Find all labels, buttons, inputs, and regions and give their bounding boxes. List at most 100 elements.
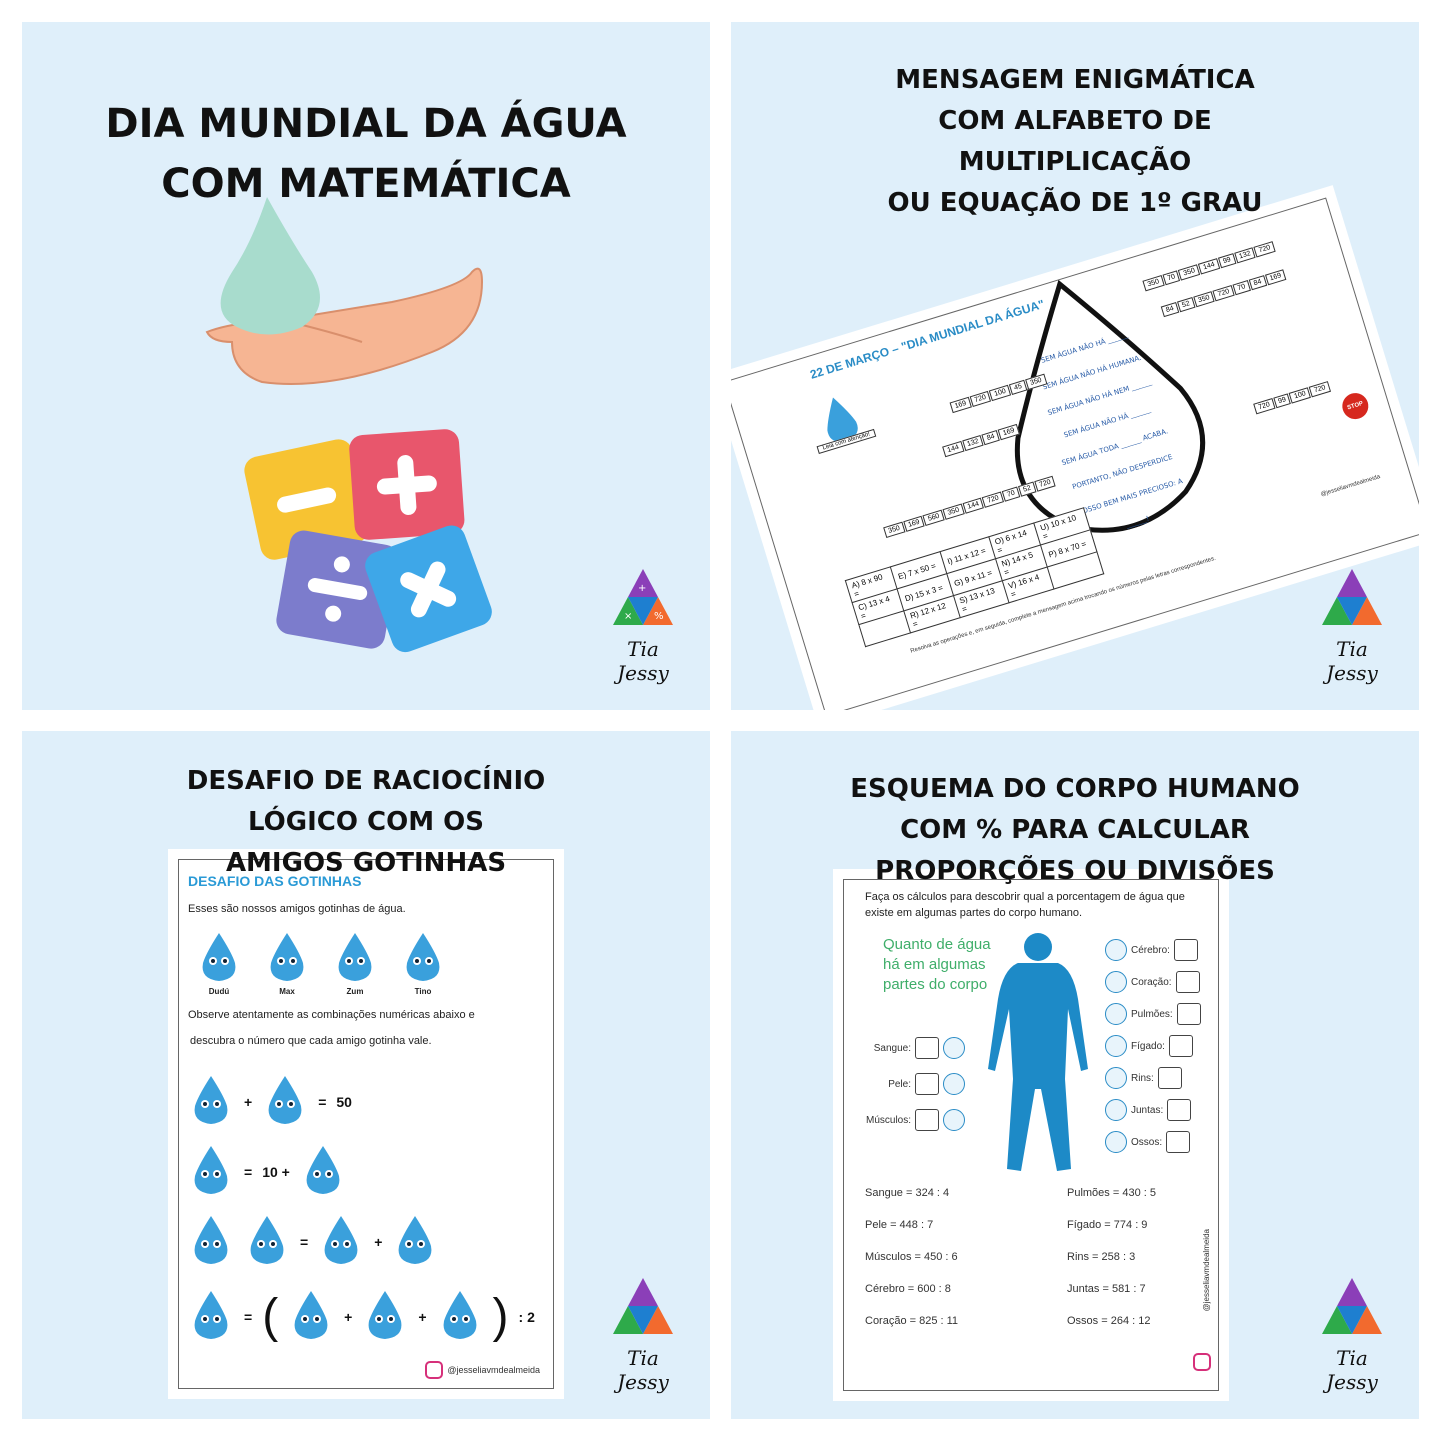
organ-row-right: Coração: xyxy=(1105,971,1200,993)
drop-character-icon xyxy=(188,1289,234,1344)
friend-name: Max xyxy=(279,987,295,996)
organ-label: Rins: xyxy=(1131,1072,1154,1084)
organ-row-right: Juntas: xyxy=(1105,1099,1192,1121)
panel-mensagem-enigmatica: 22 DE MARÇO – "DIA MUNDIAL DA ÁGUA" SEM … xyxy=(731,22,1419,710)
answer-box[interactable] xyxy=(1157,1067,1182,1089)
calculation-line: Ossos = 264 : 12 xyxy=(1067,1315,1151,1327)
water-drop-icon xyxy=(220,197,320,335)
answer-box[interactable] xyxy=(915,1037,939,1059)
title-line: ESQUEMA DO CORPO HUMANO xyxy=(850,774,1300,804)
instagram-handle: @jesseliavmdealmeida xyxy=(1202,1229,1211,1312)
drop-character-icon xyxy=(332,931,378,987)
organ-icon xyxy=(1105,1035,1127,1057)
friend-character: Zum xyxy=(332,931,378,996)
math-operators-illustration xyxy=(244,429,492,653)
organ-icon xyxy=(943,1037,965,1059)
drop-character-icon xyxy=(188,1144,234,1199)
panel-title: MENSAGEM ENIGMÁTICA COM ALFABETO DE MULT… xyxy=(731,60,1419,224)
equation-3: = + xyxy=(188,1214,438,1269)
drop-character-icon xyxy=(188,1214,234,1269)
plus-sign: + xyxy=(344,1308,353,1325)
instagram-icon xyxy=(425,1361,444,1379)
organ-label: Coração: xyxy=(1131,976,1172,988)
answer-box[interactable] xyxy=(1176,1003,1201,1025)
organ-row-right: Fígado: xyxy=(1105,1035,1193,1057)
organ-icon xyxy=(1105,1131,1127,1153)
friend-character: Tino xyxy=(400,931,446,996)
panel-corpo-humano: Faça os cálculos para descobrir qual a p… xyxy=(731,731,1419,1419)
answer-box[interactable] xyxy=(1175,971,1200,993)
drop-character-icon xyxy=(437,1289,483,1344)
title-line: COM MATEMÁTICA xyxy=(161,161,571,207)
organ-label: Juntas: xyxy=(1131,1104,1164,1116)
big-drop-outline xyxy=(1014,279,1206,533)
calculation-line: Músculos = 450 : 6 xyxy=(865,1251,958,1263)
organ-label: Músculos: xyxy=(865,1114,911,1126)
open-parenthesis: ( xyxy=(262,1290,279,1343)
result-value: 50 xyxy=(336,1093,352,1110)
title-line: COM % PARA CALCULAR xyxy=(900,815,1250,845)
close-parenthesis: ) xyxy=(492,1290,509,1343)
green-title-line: Quanto de água xyxy=(883,936,991,953)
equals-sign: = xyxy=(300,1233,309,1250)
human-body-silhouette xyxy=(988,933,1088,1171)
title-line: MULTIPLICAÇÃO xyxy=(958,147,1192,177)
equation-4: = ( + + ) : 2 xyxy=(188,1289,535,1344)
organ-label: Sangue: xyxy=(873,1042,911,1054)
svg-text:×: × xyxy=(624,611,632,622)
triangle-logo-icon: + × % xyxy=(613,569,673,625)
drop-character-icon xyxy=(288,1289,334,1344)
answer-box[interactable] xyxy=(1167,1099,1192,1121)
answer-box[interactable] xyxy=(1173,939,1198,961)
intro-text: Faça os cálculos para descobrir qual a p… xyxy=(865,891,1185,919)
friend-name: Tino xyxy=(414,987,432,996)
worksheet-image: Faça os cálculos para descobrir qual a p… xyxy=(833,869,1229,1401)
title-line: OU EQUAÇÃO DE 1º GRAU xyxy=(887,188,1263,218)
triangle-logo-icon xyxy=(1322,1278,1382,1334)
logo-text: Tia Jessy xyxy=(617,1346,669,1394)
organ-row-right: Ossos: xyxy=(1105,1131,1191,1153)
equals-sign: = xyxy=(318,1093,327,1110)
title-line: AMIGOS GOTINHAS xyxy=(225,848,507,878)
plus-sign: + xyxy=(374,1233,383,1250)
organ-row-right: Pulmões: xyxy=(1105,1003,1201,1025)
tia-jessy-logo: + × % Tia Jessy xyxy=(600,567,686,685)
drop-character-icon xyxy=(362,1289,408,1344)
drop-character-icon xyxy=(264,931,310,987)
answer-box[interactable] xyxy=(915,1073,939,1095)
drop-character-icon xyxy=(300,1144,346,1199)
drop-character-icon xyxy=(318,1214,364,1269)
organ-icon xyxy=(1105,971,1127,993)
organ-icon xyxy=(943,1073,965,1095)
green-title: Quanto de água há em algumas partes do c… xyxy=(883,935,991,995)
answer-box[interactable] xyxy=(915,1109,939,1131)
calculation-line: Cérebro = 600 : 8 xyxy=(865,1283,951,1295)
instagram-credit: @jesseliavmdealmeida xyxy=(425,1361,540,1379)
worksheet-image: 22 DE MARÇO – "DIA MUNDIAL DA ÁGUA" SEM … xyxy=(731,185,1419,710)
intro-text: Esses são nossos amigos gotinhas de água… xyxy=(188,903,406,915)
organ-icon xyxy=(1105,1003,1127,1025)
triangle-logo-icon xyxy=(613,1278,673,1334)
answer-box[interactable] xyxy=(1166,1131,1191,1153)
calculation-line: Rins = 258 : 3 xyxy=(1067,1251,1136,1263)
logo-text: Tia Jessy xyxy=(617,637,669,685)
title-line: MENSAGEM ENIGMÁTICA xyxy=(895,65,1255,95)
triangle-logo-icon xyxy=(1322,569,1382,625)
panel-title: DESAFIO DE RACIOCÍNIO LÓGICO COM OS AMIG… xyxy=(22,761,710,884)
plus-sign: + xyxy=(244,1093,253,1110)
logo-text: Tia Jessy xyxy=(1326,637,1378,685)
calculation-line: Pulmões = 430 : 5 xyxy=(1067,1187,1156,1199)
drop-character-icon xyxy=(392,1214,438,1269)
instagram-handle: @jesseliavmdealmeida xyxy=(447,1365,540,1375)
panel-desafio-gotinhas: DESAFIO DAS GOTINHAS Esses são nossos am… xyxy=(22,731,710,1419)
equation-1: + = 50 xyxy=(188,1074,352,1129)
panel-dia-mundial: DIA MUNDIAL DA ÁGUA COM MATEMÁTICA xyxy=(22,22,710,710)
answer-box[interactable] xyxy=(1168,1035,1193,1057)
calculation-line: Sangue = 324 : 4 xyxy=(865,1187,950,1199)
organ-row-left: Músculos: xyxy=(863,1109,965,1131)
logo-text: Tia Jessy xyxy=(1326,1346,1378,1394)
instruction-line: descubra o número que cada amigo gotinha… xyxy=(190,1035,432,1047)
organ-label: Fígado: xyxy=(1131,1040,1165,1052)
divide-term: : 2 xyxy=(518,1308,535,1325)
